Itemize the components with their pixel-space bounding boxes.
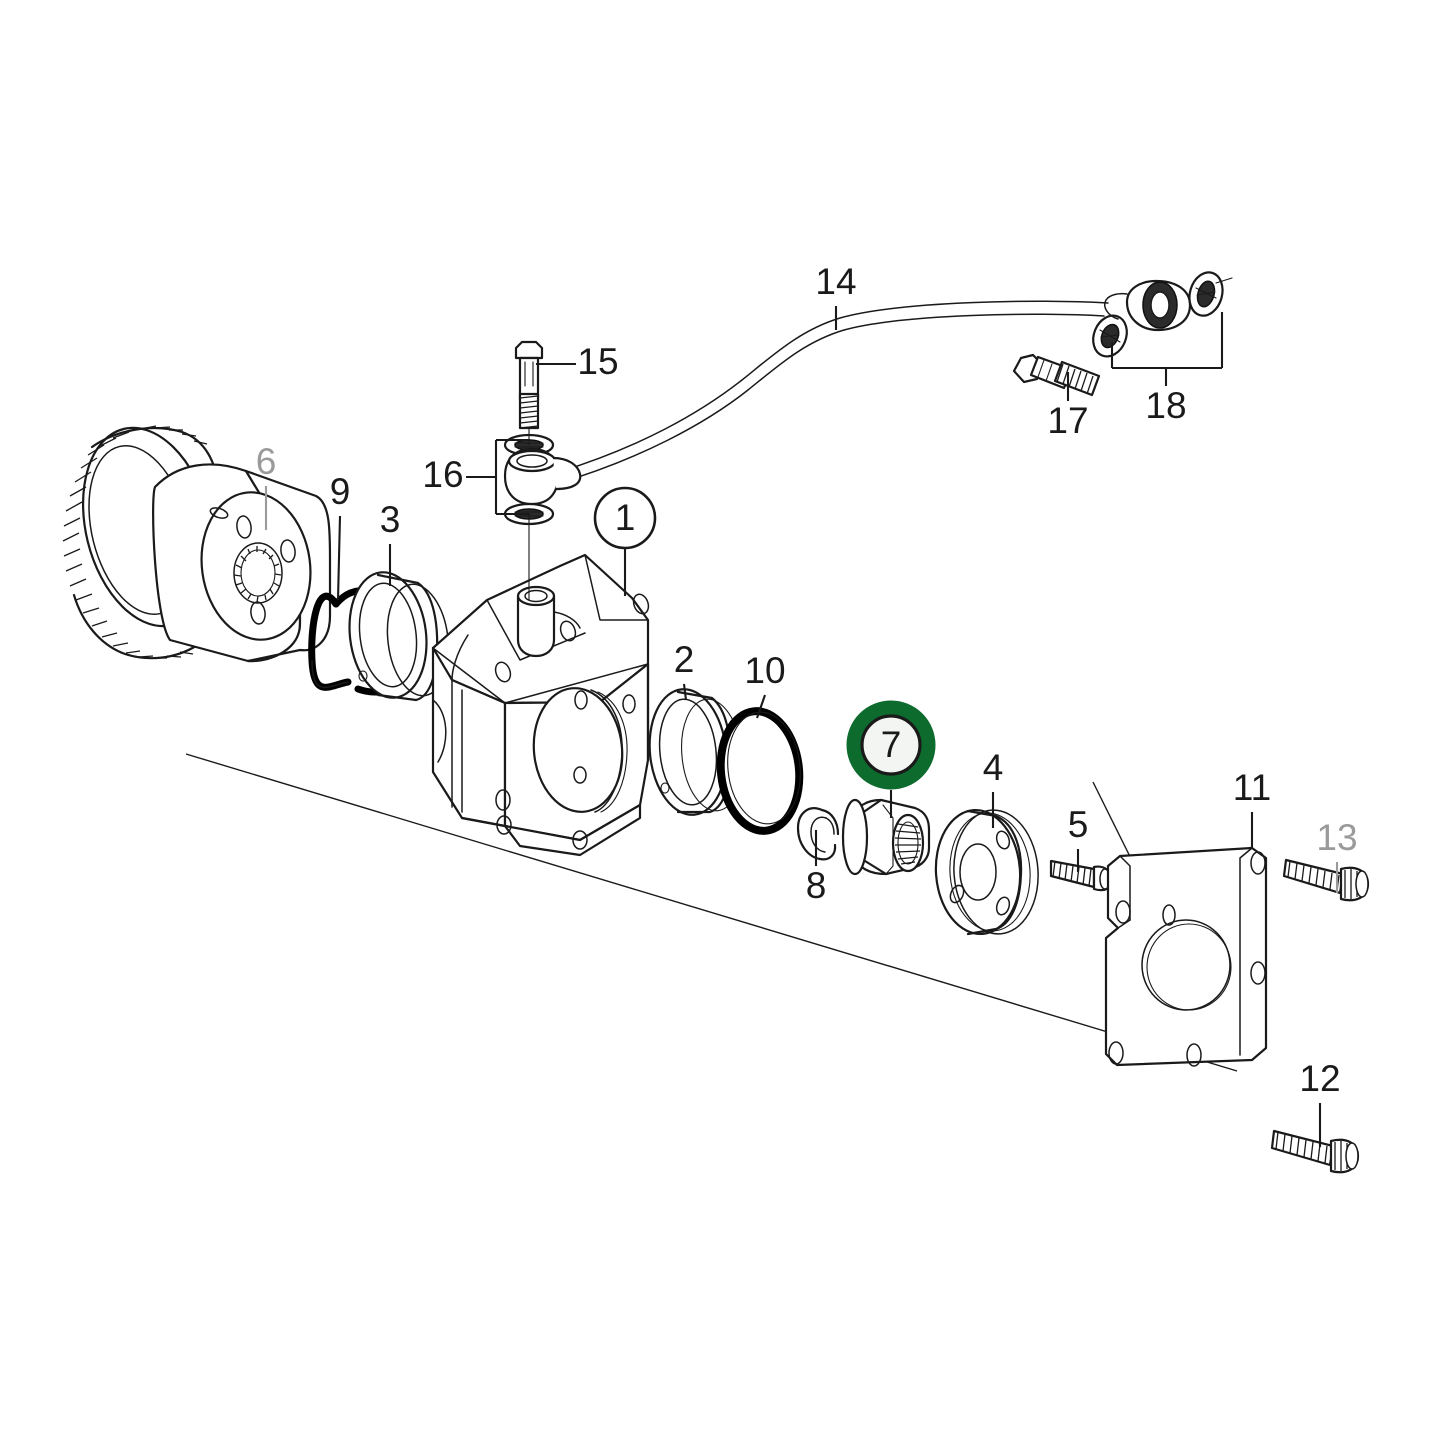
part-threaded-stud-bolt xyxy=(1012,353,1101,397)
part-mounting-bracket xyxy=(1104,846,1268,1067)
part-drive-gear xyxy=(62,425,332,663)
part-socket-screw xyxy=(1049,859,1114,892)
part-retaining-clip xyxy=(796,807,840,861)
callout-balloon-1[interactable] xyxy=(593,486,657,550)
callout-label-16: 16 xyxy=(422,454,463,495)
callout-label-8: 8 xyxy=(806,865,827,906)
callout-label-1: 1 xyxy=(615,497,636,538)
callout-label-14: 14 xyxy=(815,261,856,302)
assembly-guide-lines xyxy=(185,753,1253,1072)
part-control-linkage-rod xyxy=(555,300,1109,485)
part-gear-housing xyxy=(431,553,650,857)
part-bushing-washer-set xyxy=(1092,271,1233,358)
callout-label-3: 3 xyxy=(380,499,401,540)
callout-label-2: 2 xyxy=(674,639,695,680)
callout-label-5: 5 xyxy=(1068,804,1089,845)
part-flange-bolt-upper xyxy=(1282,858,1370,902)
callout-label-10: 10 xyxy=(744,650,785,691)
callout-label-18: 18 xyxy=(1145,385,1186,426)
part-seal-ring xyxy=(348,571,450,702)
callout-label-6: 6 xyxy=(256,441,277,482)
callout-label-9: 9 xyxy=(330,471,351,512)
part-ball-joint-washer-set xyxy=(503,404,582,601)
part-flange-bolt-lower xyxy=(1270,1129,1360,1174)
part-flange-plate xyxy=(934,808,1039,936)
gear-hub-body xyxy=(152,463,332,663)
callout-label-11: 11 xyxy=(1233,767,1271,808)
callout-label-7: 7 xyxy=(881,724,902,765)
callout-label-4: 4 xyxy=(983,747,1004,788)
part-banjo-bolt xyxy=(514,340,544,430)
callout-leader-lines xyxy=(264,306,1339,1147)
callout-label-15: 15 xyxy=(577,341,618,382)
part-o-ring xyxy=(716,707,804,835)
part-splined-coupling-sleeve xyxy=(841,798,931,876)
callout-label-17: 17 xyxy=(1047,400,1088,441)
callout-balloon-7-highlight[interactable] xyxy=(846,700,936,790)
callout-label-12: 12 xyxy=(1299,1058,1340,1099)
part-bearing-ring xyxy=(648,688,743,816)
callout-label-13: 13 xyxy=(1316,817,1357,858)
